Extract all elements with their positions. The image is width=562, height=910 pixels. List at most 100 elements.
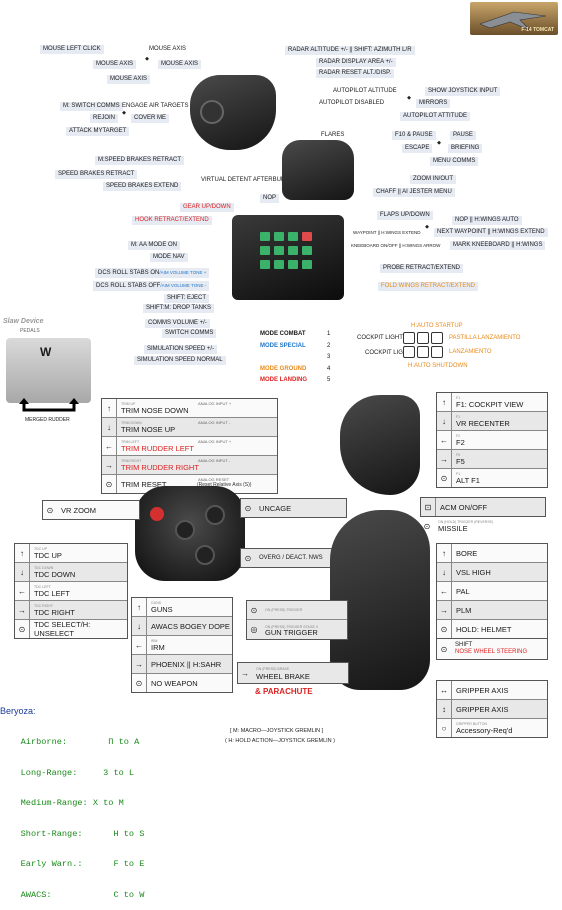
label-auto-startup: H:AUTO STARTUP (411, 323, 463, 329)
label-pause: PAUSE (450, 131, 476, 140)
mode-num-5: 5 (327, 377, 331, 383)
row-label: VSL HIGH (456, 567, 491, 577)
label-speed-brakes-extend: SPEED BRAKES EXTEND (103, 182, 182, 191)
label-escape: ESCAPE (402, 144, 433, 153)
label-kneeboard: KNEEBOARD ON/OFF || H:WINGS ARROW (351, 243, 441, 248)
trigger-row-2: ◎ ON (PRESS) TRIGGER STAGE II GUN TRIGGE… (247, 620, 347, 639)
row-small-label: TDC LEFT (34, 584, 51, 589)
label-mouse-axis-1: MOUSE AXIS (149, 46, 187, 52)
direction-icon: ↓ (132, 617, 147, 635)
row-label: TDC UP (34, 550, 62, 560)
row-text: NO WEAPON (147, 679, 232, 688)
brake-icon: → (241, 668, 249, 678)
beryoza-line-3: Medium-Range: X to M (0, 798, 124, 809)
hat-switch-1 (175, 520, 195, 540)
row-label: F2 (456, 437, 465, 447)
direction-icon: ↓ (15, 563, 30, 581)
mode-num-3: 3 (327, 354, 331, 360)
button-box (232, 215, 344, 300)
direction-icon: ↕ (437, 700, 452, 718)
direction-icon: ⊙ (437, 620, 452, 638)
label-flares: FLARES (321, 132, 345, 138)
rudder-pedals (6, 338, 91, 403)
row-text: AWACS BOGEY DOPE (147, 622, 232, 631)
tomcat-logo: F-14 TOMCAT (470, 2, 558, 35)
row-label: Accessory-Req'd (456, 725, 513, 735)
direction-icon: ↓ (437, 412, 452, 430)
missile-row: ⊙ ON (HOLD) TRIGGER (REVERSE)MISSILE (420, 517, 546, 535)
label-fold-wings: FOLD WINGS RETRACT/EXTEND (378, 282, 479, 291)
label-mouse-left-click: MOUSE LEFT CLICK (40, 45, 104, 54)
acm-icon: ⊡ (421, 498, 436, 516)
row-small-label: F5 (456, 452, 461, 457)
label-nop-wings: NOP || H:WINGS AUTO (452, 216, 522, 225)
label-mark-kneeboard: MARK KNEEBOARD || H:WINGS (450, 241, 546, 250)
grip-table-row: ↕GRIPPER AXIS (437, 700, 547, 719)
row-small-label: TRIM UP (121, 401, 136, 406)
dcs-roll-on-text: DCS ROLL STABS ON (98, 270, 160, 276)
startup-square-5 (417, 346, 429, 358)
menu-dpad-icon: ◆ (437, 140, 441, 146)
shift-box: ⊙ SHIFT NOSE WHEEL STEERING (436, 638, 548, 660)
direction-icon: ← (437, 582, 452, 600)
hat-table-row: ↓VSL HIGH (437, 563, 547, 582)
label-switch-comms: M: SWITCH COMMS (60, 102, 123, 111)
mode-num-1: 1 (327, 331, 331, 337)
red-button-icon (150, 507, 164, 521)
row-label: PAL (456, 586, 470, 596)
dcs-roll-off-tone: /AIM VOLUME TONE - (160, 283, 207, 288)
label-attack-target: ATTACK MYTARGET (66, 127, 130, 136)
vr-zoom-box: ⊙ VR ZOOM (42, 500, 140, 520)
row-analog-label: ANALOG RESET (198, 477, 230, 482)
trigger-box: ⊙ ON (PRESS) TRIGGER ◎ ON (PRESS) TRIGGE… (246, 600, 348, 640)
overg-icon: ⊙ (244, 553, 252, 563)
row-label: TDC SELECT/H: UNSELECT (34, 620, 91, 638)
beryoza-line-1: Airborne: Π to A (0, 737, 140, 748)
label-autopilot-attitude: AUTOPILOT ATTITUDE (400, 112, 471, 121)
label-dcs-roll-on: DCS ROLL STABS ON/AIM VOLUME TONE + (95, 268, 210, 278)
row-small-label: F1 (456, 414, 461, 419)
shift-text: SHIFT (455, 642, 473, 648)
row-small-label: TDC UP (34, 546, 48, 551)
grip-table-row: ↔GRIPPER AXIS (437, 681, 547, 700)
row-label: F5 (456, 456, 465, 466)
row-text: TDC SELECT/H: UNSELECT (30, 620, 127, 638)
direction-icon: ↑ (132, 598, 147, 616)
rudder-footer: MERGED RUDDER (25, 417, 70, 423)
label-rejoin: REJOIN (90, 114, 119, 123)
label-mirrors: MIRRORS (416, 99, 451, 108)
row-small-label: TRIM RIGHT (121, 458, 142, 463)
row-analog-reset: (Reset Relative Axis (S)) (197, 482, 252, 488)
shift-wrap: SHIFT NOSE WHEEL STEERING (451, 642, 527, 656)
row-small-label: IRM (151, 638, 158, 643)
label-flaps: FLAPS UP/DOWN (377, 211, 433, 220)
direction-icon: ← (437, 431, 452, 449)
rudder-subtitle: PEDALS (20, 328, 40, 334)
weapon-table-row: ↓AWACS BOGEY DOPE (132, 617, 232, 636)
row-small-label: TRIM DOWN (121, 420, 142, 425)
beryoza-line-2: Long-Range: 3 to L (0, 767, 135, 778)
label-sim-speed-normal: SIMULATION SPEED NORMAL (134, 356, 226, 365)
mode-special: MODE SPECIAL (260, 343, 306, 349)
label-pastilla: PASTILLA LANZAMIENTO (449, 335, 521, 341)
label-mouse-axis-right: MOUSE AXIS (158, 60, 202, 69)
missile-text-wrap: ON (HOLD) TRIGGER (REVERSE)MISSILE (434, 520, 546, 533)
mode-combat: MODE COMBAT (260, 331, 306, 337)
parachute-label: & PARACHUTE (255, 687, 313, 696)
row-small-label: GUNS (151, 600, 162, 605)
row-text: PHOENIX || H:SAHR (147, 660, 232, 669)
uncage-text: UNCAGE (259, 503, 292, 513)
label-engage-air: ENGAGE AIR TARGETS (122, 103, 189, 109)
acm-box: ⊡ ACM ON/OFF ⊙ ON (HOLD) TRIGGER (REVERS… (420, 497, 546, 535)
label-radar-reset: RADAR RESET ALT./DISP. (316, 69, 395, 78)
